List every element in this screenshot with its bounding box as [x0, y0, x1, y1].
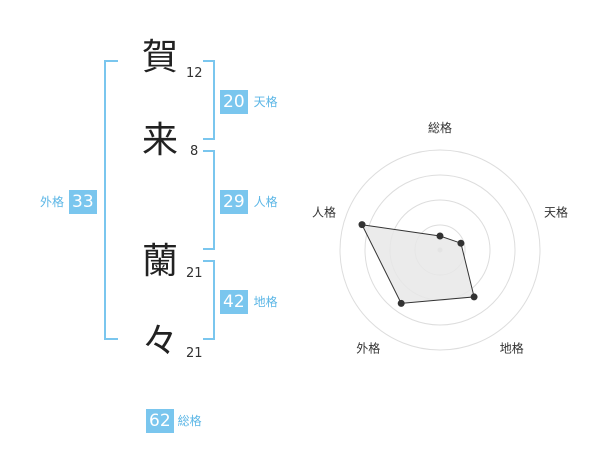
tenkaku-bracket — [203, 60, 215, 140]
radar-ring-3 — [364, 174, 516, 326]
radar-point-4 — [397, 299, 405, 307]
radar-data-polygon — [361, 224, 475, 304]
radar-points — [358, 221, 478, 307]
name-char-3-strokes: 21 — [186, 266, 203, 281]
radar-axis-label-1: 総格 — [428, 120, 452, 135]
gaikaku-bracket — [104, 60, 118, 340]
tenkaku-badge: 20 天格 — [220, 90, 278, 114]
chikaku-value: 42 — [220, 290, 248, 314]
radar-point-1 — [436, 232, 444, 240]
chikaku-bracket — [203, 260, 215, 340]
soukaku-badge: 62 総格 — [146, 409, 202, 433]
tenkaku-value: 20 — [220, 90, 248, 114]
name-char-3: 蘭 — [142, 241, 179, 282]
jinkaku-label: 人格 — [253, 195, 278, 209]
radar-axis-label-4: 外格 — [356, 341, 380, 356]
radar-point-5 — [358, 221, 366, 229]
gaikaku-value: 33 — [69, 190, 97, 214]
gaikaku-badge: 外格 33 — [40, 190, 97, 214]
chikaku-label: 地格 — [253, 295, 278, 309]
name-char-4-strokes: 21 — [186, 346, 203, 361]
name-char-1: 賀 — [142, 37, 179, 78]
tenkaku-label: 天格 — [253, 95, 278, 109]
radar-point-3 — [470, 293, 478, 301]
name-char-2-strokes: 8 — [190, 144, 199, 159]
soukaku-value: 62 — [146, 409, 174, 433]
name-char-2: 来 — [142, 120, 179, 161]
radar-point-2 — [457, 239, 465, 247]
radar-axis-label-5: 人格 — [312, 204, 336, 219]
chikaku-badge: 42 地格 — [220, 290, 278, 314]
soukaku-label: 総格 — [177, 414, 202, 428]
radar-axis-label-3: 地格 — [500, 341, 524, 356]
gaikaku-label: 外格 — [40, 195, 65, 209]
radar-axis-label-2: 天格 — [544, 204, 568, 219]
jinkaku-badge: 29 人格 — [220, 190, 278, 214]
name-char-4: 々 — [142, 321, 179, 362]
jinkaku-bracket — [203, 150, 215, 250]
jinkaku-value: 29 — [220, 190, 248, 214]
name-char-1-strokes: 12 — [186, 66, 203, 81]
